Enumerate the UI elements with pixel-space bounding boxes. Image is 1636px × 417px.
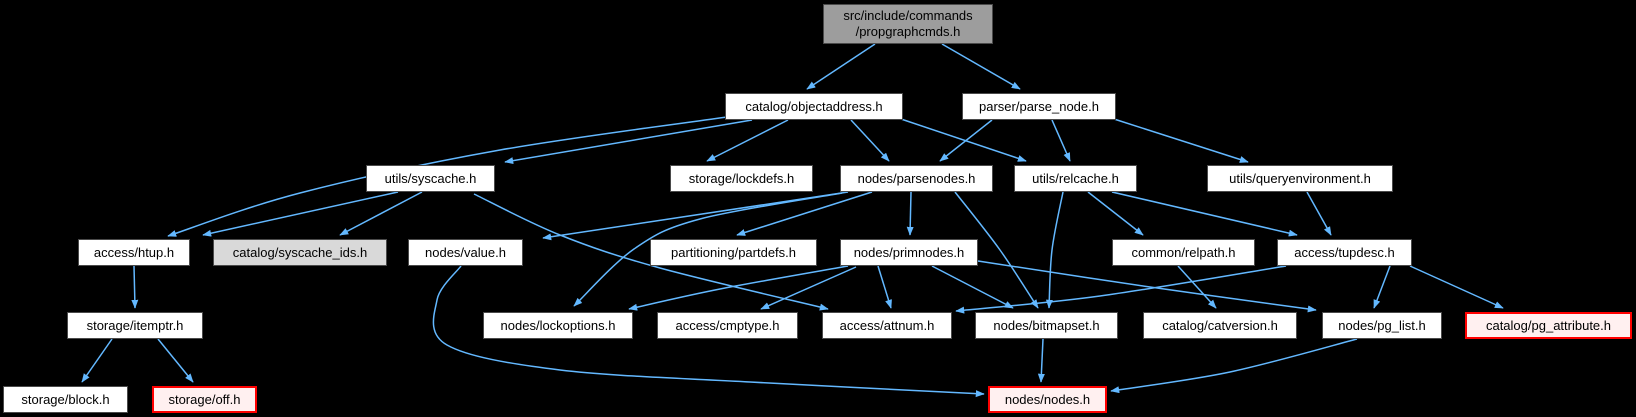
include-edge-parse_node-to-relcache: [1051, 119, 1071, 162]
include-edge-relcache-to-tupdesc: [1111, 191, 1298, 237]
graph-node-bitmapset[interactable]: nodes/bitmapset.h: [975, 312, 1118, 339]
include-edge-parsenodes-to-primnodes: [906, 191, 914, 236]
include-edge-primnodes-to-attnum: [877, 265, 892, 309]
include-edge-parse_node-to-parsenodes: [939, 119, 993, 162]
include-edge-propgraphcmds-to-objectaddress: [806, 43, 876, 90]
include-edge-objectaddress-to-parsenodes: [850, 119, 890, 162]
graph-node-label: access/cmptype.h: [675, 317, 780, 333]
graph-node-label: nodes/primnodes.h: [853, 244, 965, 260]
graph-node-label: access/tupdesc.h: [1294, 244, 1395, 260]
graph-node-catversion[interactable]: catalog/catversion.h: [1143, 312, 1297, 339]
graph-node-block[interactable]: storage/block.h: [3, 386, 128, 413]
graph-node-nodes[interactable]: nodes/nodes.h: [988, 386, 1107, 413]
include-edge-primnodes-to-pg_list: [977, 260, 1317, 313]
include-edge-parsenodes-to-lockoptions: [573, 192, 843, 307]
include-edge-primnodes-to-bitmapset: [931, 265, 1014, 309]
graph-node-parsenodes[interactable]: nodes/parsenodes.h: [840, 165, 993, 192]
include-edge-pg_list-to-nodes: [1110, 338, 1358, 394]
include-edge-bitmapset-to-nodes: [1037, 338, 1045, 383]
include-edge-queryenvironment-to-tupdesc: [1306, 191, 1332, 236]
include-edge-tupdesc-to-attnum: [955, 265, 1287, 314]
include-edge-primnodes-to-lockoptions: [628, 265, 849, 311]
include-edge-syscache-to-htup: [202, 191, 399, 237]
graph-node-queryenvironment[interactable]: utils/queryenvironment.h: [1207, 165, 1393, 192]
include-edge-relcache-to-relpath: [1087, 191, 1144, 236]
include-edge-objectaddress-to-lockdefs: [706, 119, 789, 162]
graph-node-relcache[interactable]: utils/relcache.h: [1014, 165, 1137, 192]
graph-node-pg_attribute[interactable]: catalog/pg_attribute.h: [1465, 312, 1632, 339]
graph-node-label: nodes/pg_list.h: [1338, 317, 1426, 333]
graph-node-label: partitioning/partdefs.h: [670, 244, 797, 260]
graph-node-label: parser/parse_node.h: [979, 98, 1099, 114]
graph-node-attnum[interactable]: access/attnum.h: [822, 312, 952, 339]
graph-node-label: storage/itemptr.h: [86, 317, 184, 333]
graph-node-label: nodes/value.h: [425, 244, 506, 260]
graph-node-label: catalog/objectaddress.h: [745, 98, 883, 114]
graph-node-itemptr[interactable]: storage/itemptr.h: [67, 312, 203, 339]
graph-node-syscache[interactable]: utils/syscache.h: [366, 165, 495, 192]
graph-node-label: access/attnum.h: [839, 317, 935, 333]
include-edge-itemptr-to-block: [81, 338, 113, 383]
graph-node-parse_node[interactable]: parser/parse_node.h: [962, 93, 1116, 120]
graph-node-lockoptions[interactable]: nodes/lockoptions.h: [483, 312, 633, 339]
include-edge-itemptr-to-off: [157, 338, 194, 383]
graph-node-label: catalog/syscache_ids.h: [232, 244, 368, 260]
edges-group: [81, 43, 1504, 398]
graph-node-label: nodes/bitmapset.h: [993, 317, 1100, 333]
graph-node-primnodes[interactable]: nodes/primnodes.h: [840, 239, 978, 266]
include-edge-syscache-to-syscache_ids: [339, 191, 423, 236]
include-edge-value-to-nodes: [432, 265, 985, 398]
graph-node-label: common/relpath.h: [1131, 244, 1236, 260]
include-edge-tupdesc-to-pg_list: [1373, 265, 1391, 309]
graph-node-relpath[interactable]: common/relpath.h: [1112, 239, 1255, 266]
graph-node-label: storage/block.h: [21, 391, 110, 407]
graph-node-off[interactable]: storage/off.h: [152, 386, 257, 413]
include-edge-tupdesc-to-pg_attribute: [1409, 265, 1504, 309]
include-edge-relcache-to-bitmapset: [1045, 191, 1064, 309]
include-edge-objectaddress-to-relcache: [900, 118, 1027, 162]
include-edge-relpath-to-catversion: [1177, 265, 1217, 309]
graph-node-label: utils/queryenvironment.h: [1229, 170, 1371, 186]
graph-node-label: catalog/catversion.h: [1162, 317, 1278, 333]
include-edge-parse_node-to-queryenvironment: [1113, 118, 1249, 163]
graph-node-label: storage/off.h: [168, 391, 241, 407]
graph-node-cmptype[interactable]: access/cmptype.h: [657, 312, 798, 339]
graph-node-partdefs[interactable]: partitioning/partdefs.h: [650, 239, 817, 266]
graph-node-label: nodes/parsenodes.h: [857, 170, 976, 186]
graph-node-propgraphcmds[interactable]: src/include/commands /propgraphcmds.h: [823, 4, 993, 44]
graph-node-label: src/include/commands /propgraphcmds.h: [843, 8, 973, 39]
include-edge-propgraphcmds-to-parse_node: [941, 43, 1021, 90]
include-edge-parsenodes-to-value: [542, 191, 849, 241]
graph-node-syscache_ids[interactable]: catalog/syscache_ids.h: [213, 239, 387, 266]
graph-node-label: utils/syscache.h: [384, 170, 477, 186]
graph-node-objectaddress[interactable]: catalog/objectaddress.h: [725, 93, 903, 120]
graph-node-label: storage/lockdefs.h: [688, 170, 795, 186]
graph-node-tupdesc[interactable]: access/tupdesc.h: [1277, 239, 1412, 266]
include-edge-objectaddress-to-syscache: [504, 119, 753, 165]
graph-node-label: utils/relcache.h: [1032, 170, 1119, 186]
graph-node-lockdefs[interactable]: storage/lockdefs.h: [670, 165, 813, 192]
include-edge-parsenodes-to-bitmapset: [954, 191, 1039, 309]
graph-node-label: nodes/lockoptions.h: [500, 317, 616, 333]
include-edge-parsenodes-to-partdefs: [736, 191, 873, 236]
graph-node-value[interactable]: nodes/value.h: [408, 239, 523, 266]
include-edge-primnodes-to-cmptype: [760, 266, 857, 310]
graph-node-label: catalog/pg_attribute.h: [1485, 317, 1612, 333]
graph-node-label: nodes/nodes.h: [1004, 391, 1091, 407]
graph-node-htup[interactable]: access/htup.h: [78, 239, 190, 266]
include-edge-htup-to-itemptr: [131, 265, 139, 309]
graph-node-pg_list[interactable]: nodes/pg_list.h: [1322, 312, 1442, 339]
graph-node-label: access/htup.h: [93, 244, 175, 260]
